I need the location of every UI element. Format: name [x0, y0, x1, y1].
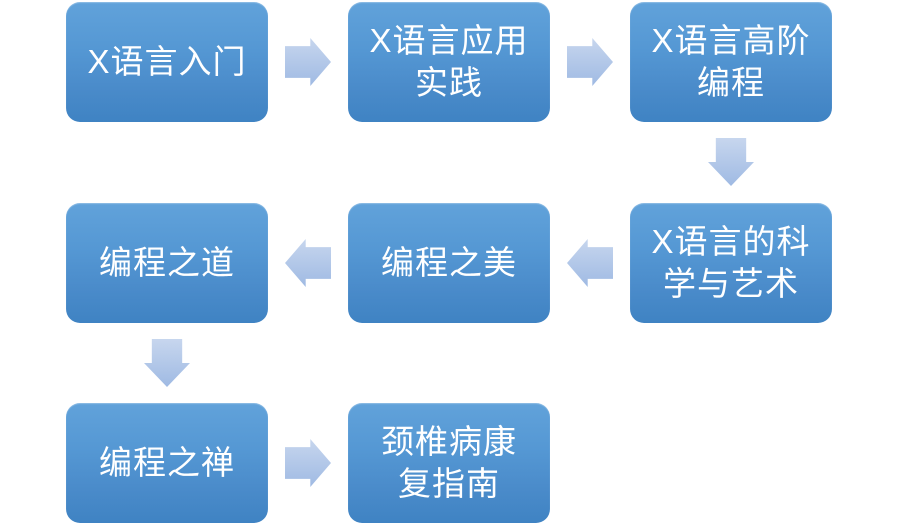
node-x-language-intro: X语言入门 — [66, 2, 268, 122]
flow-arrow-right-icon — [285, 439, 331, 487]
flow-arrow-left-icon — [567, 239, 613, 287]
flow-arrow-down-icon — [708, 138, 754, 186]
node-tao-of-programming: 编程之道 — [66, 203, 268, 323]
node-x-language-science-art: X语言的科 学与艺术 — [630, 203, 832, 323]
node-x-language-practice: X语言应用 实践 — [348, 2, 550, 122]
flow-arrow-left-icon — [285, 239, 331, 287]
node-x-language-advanced: X语言高阶 编程 — [630, 2, 832, 122]
node-zen-of-programming: 编程之禅 — [66, 403, 268, 523]
node-neck-rehab-guide: 颈椎病康 复指南 — [348, 403, 550, 523]
flow-arrow-right-icon — [567, 38, 613, 86]
node-beauty-of-programming: 编程之美 — [348, 203, 550, 323]
flow-arrow-right-icon — [285, 38, 331, 86]
flow-arrow-down-icon — [144, 339, 190, 387]
